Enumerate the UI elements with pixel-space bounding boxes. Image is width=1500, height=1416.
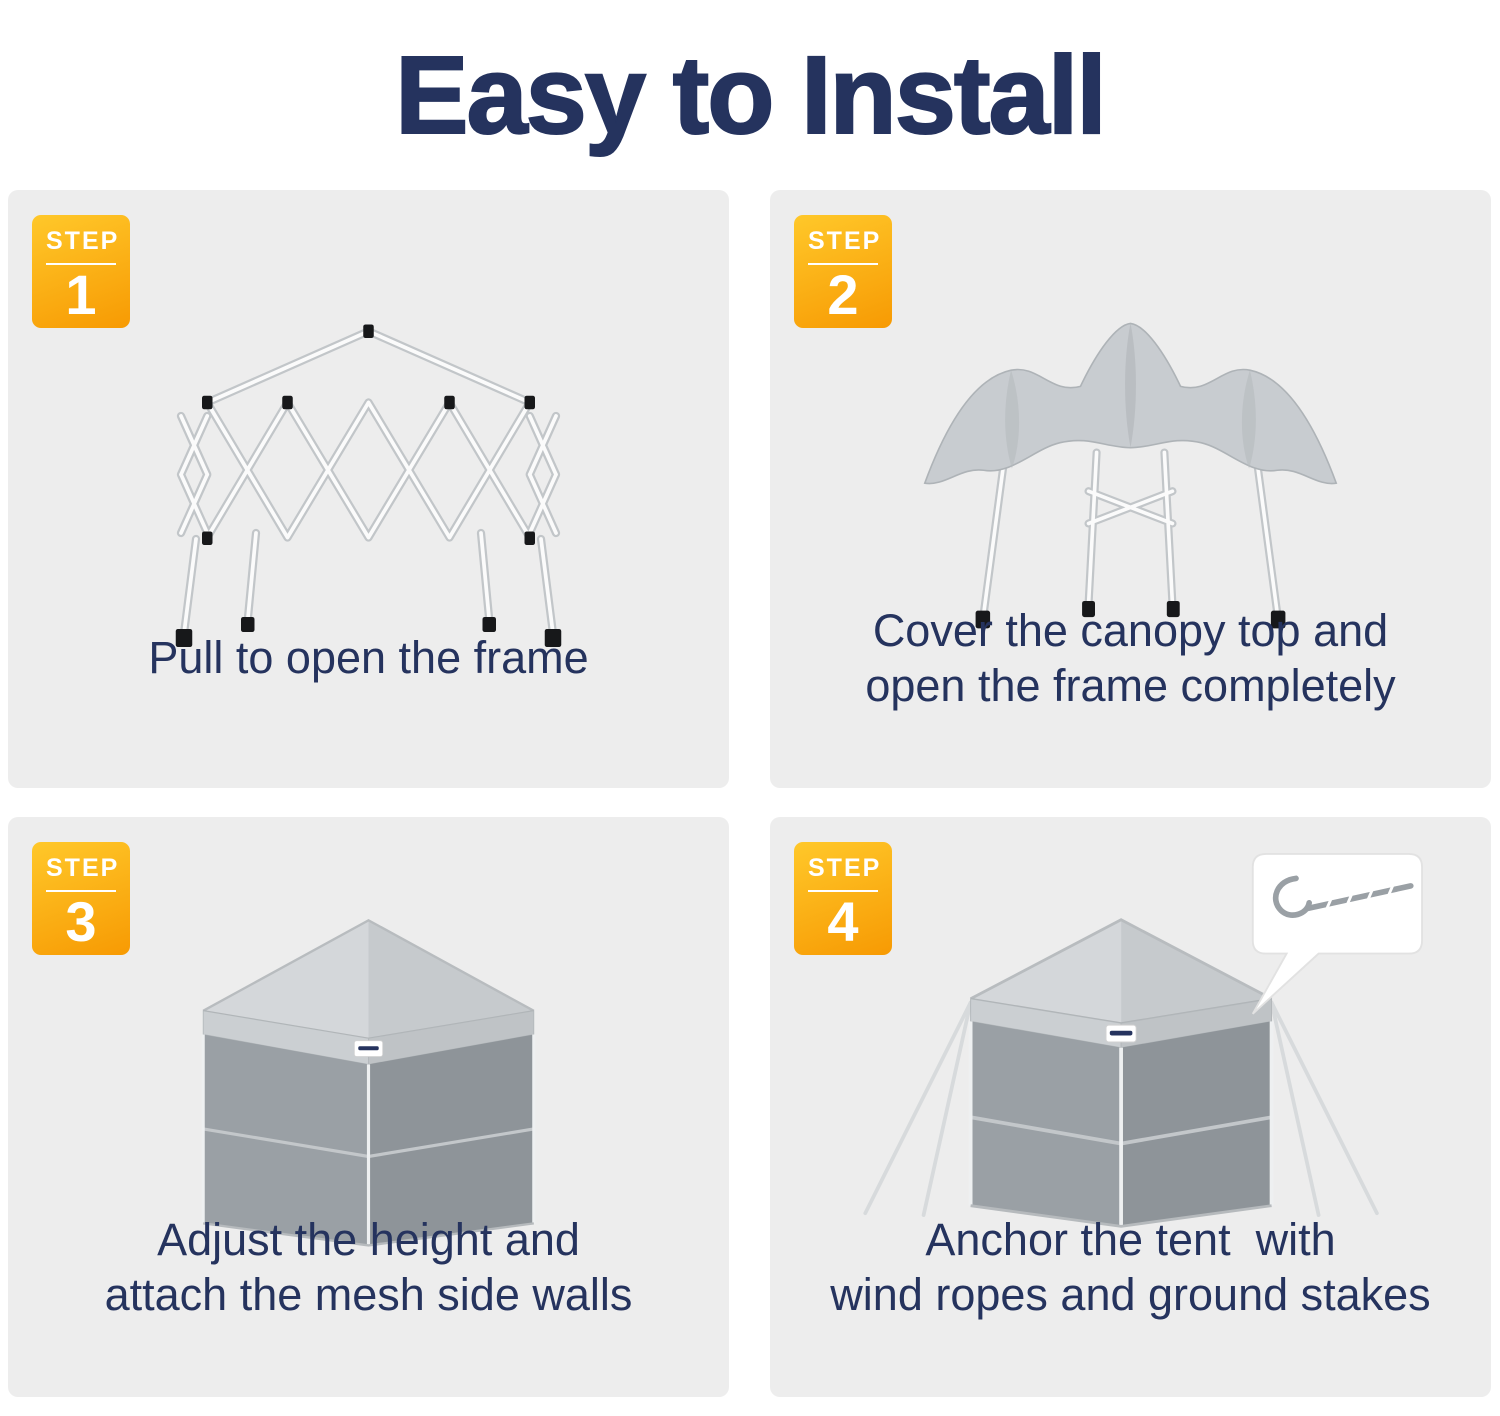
tent-mesh-walls [968, 1021, 1274, 1228]
step-badge: STEP 2 [794, 215, 892, 328]
step-badge-divider [46, 263, 116, 265]
cloth-fold-right [1241, 370, 1256, 469]
step-caption: Anchor the tent with wind ropes and grou… [790, 1213, 1471, 1323]
ground-stake-icon [1272, 875, 1414, 918]
caption-line: Cover the canopy top and [872, 605, 1389, 657]
step-badge-divider [808, 263, 878, 265]
tent-mesh-walls [201, 1034, 536, 1247]
tent-roof [969, 918, 1273, 1025]
canopy-top-graphic [923, 322, 1338, 629]
step-badge-label: STEP [46, 854, 120, 882]
step-badge-number: 4 [827, 890, 859, 953]
canopy-top-illustration [810, 275, 1451, 630]
page-title: Easy to Install [394, 33, 1108, 158]
anchored-tent-graphic [863, 852, 1423, 1228]
step-caption: Adjust the height and attach the mesh si… [28, 1213, 709, 1323]
cloth-fold-left [1005, 370, 1020, 469]
step-badge-number: 3 [65, 890, 97, 953]
tent-valance [202, 1010, 535, 1065]
frame-joint-caps [175, 324, 562, 647]
stake-callout-bubble [1251, 852, 1423, 1015]
step-badge-number: 2 [827, 263, 859, 326]
mesh-wall-tent-illustration [118, 877, 619, 1247]
step-caption: Cover the canopy top and open the frame … [790, 604, 1471, 714]
step-caption: Pull to open the frame [28, 631, 709, 686]
folded-frame-illustration [68, 290, 669, 650]
step-badge-label: STEP [808, 854, 882, 882]
caption-line: Anchor the tent with [925, 1214, 1336, 1266]
step-badge-label: STEP [46, 227, 120, 255]
step-panel-4: STEP 4 [770, 817, 1491, 1397]
step-badge: STEP 4 [794, 842, 892, 955]
tent-valance [970, 998, 1273, 1049]
step-badge-label: STEP [808, 227, 882, 255]
step-badge: STEP 3 [32, 842, 130, 955]
step-badge-divider [46, 890, 116, 892]
steps-grid: STEP 1 [0, 190, 1500, 1397]
caption-line: open the frame completely [865, 660, 1396, 712]
caption-line: Adjust the height and [157, 1214, 580, 1266]
cloth-fold-center [1125, 323, 1136, 448]
mesh-wall-tent-graphic [201, 918, 536, 1247]
step-panel-2: STEP 2 [770, 190, 1491, 788]
caption-line: attach the mesh side walls [104, 1269, 633, 1321]
step-badge: STEP 1 [32, 215, 130, 328]
step-badge-divider [808, 890, 878, 892]
stake-rope-twists [1324, 881, 1396, 912]
wind-ropes [863, 1000, 1379, 1217]
step-badge-number: 1 [65, 263, 97, 326]
tent-roof [202, 918, 535, 1040]
folded-frame-graphic [175, 324, 562, 647]
caption-line: wind ropes and ground stakes [830, 1269, 1431, 1321]
frame-feet [975, 600, 1286, 629]
caption-line: Pull to open the frame [148, 632, 589, 684]
step-panel-3: STEP 3 [8, 817, 729, 1397]
anchored-tent-illustration [790, 837, 1471, 1232]
step-panel-1: STEP 1 [8, 190, 729, 788]
